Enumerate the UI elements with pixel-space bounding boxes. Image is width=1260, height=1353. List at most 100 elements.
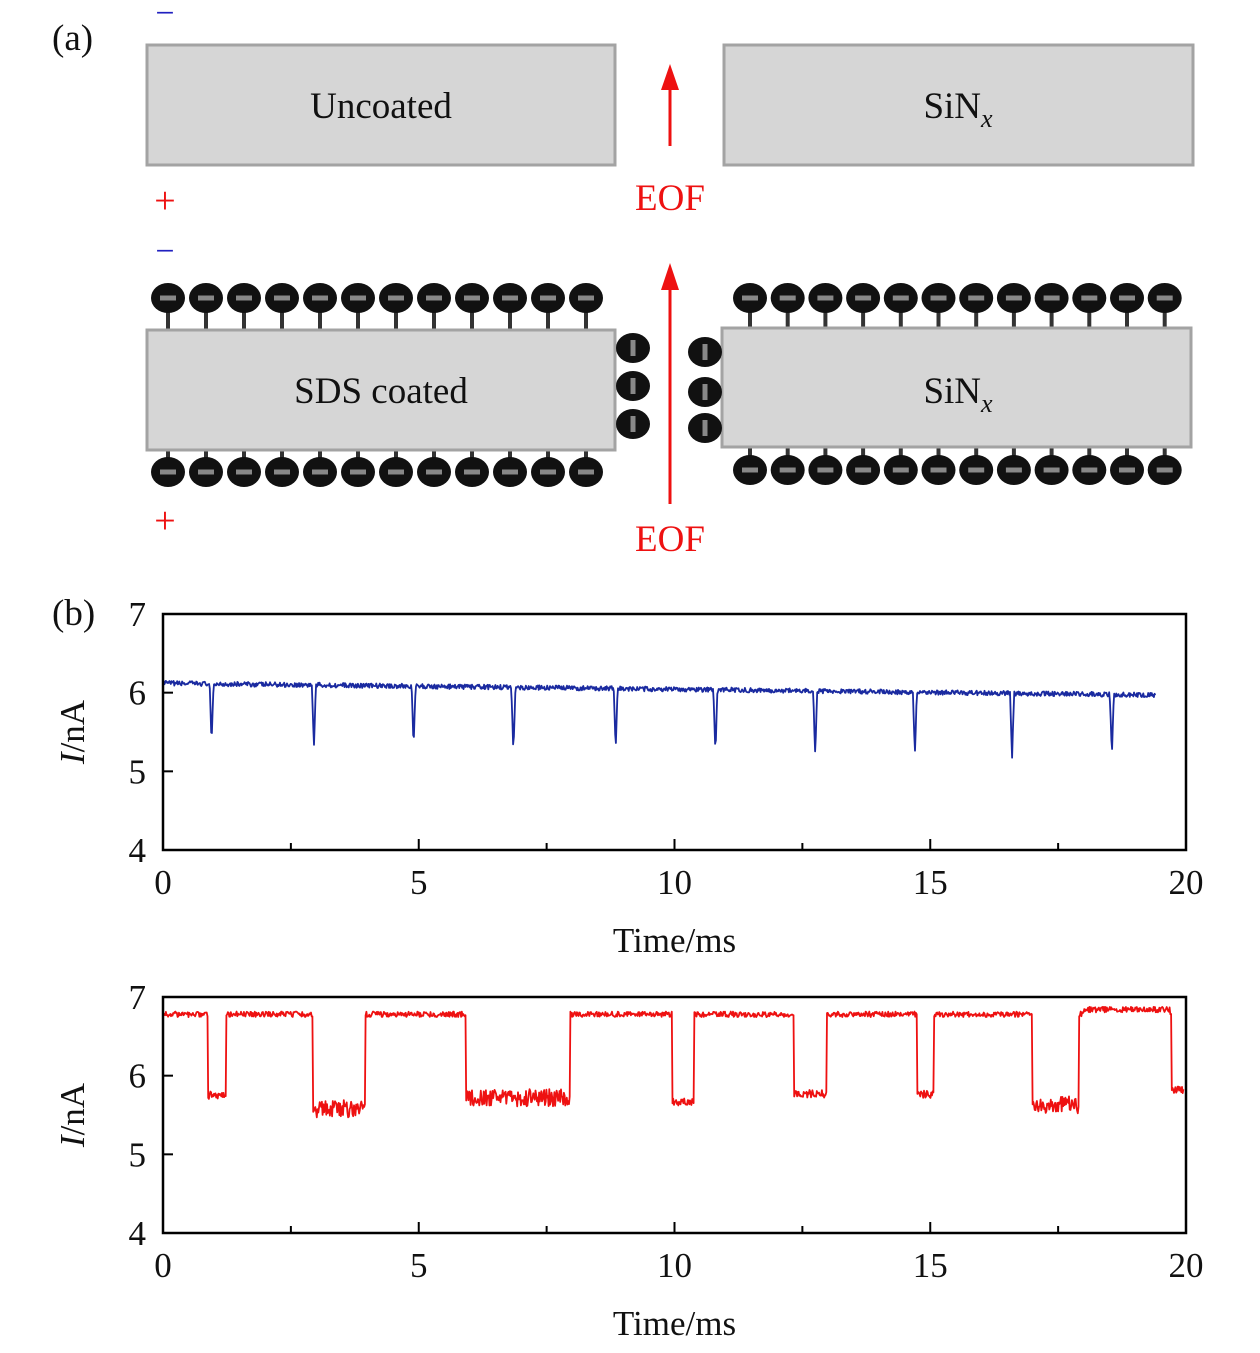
- x-tick-label: 0: [154, 863, 172, 902]
- sds-pore-molecules: [616, 333, 722, 443]
- series-line: [162, 680, 1157, 759]
- eof-arrow-bottom: [661, 263, 679, 504]
- sds-molecule: [996, 283, 1031, 328]
- x-tick-label: 20: [1169, 863, 1204, 902]
- sds-molecule: [883, 447, 918, 485]
- y-tick-label: 7: [129, 595, 147, 634]
- panel-a: (a) − Uncoated SiNx EOF + − SDS coated S…: [52, 0, 1195, 560]
- sds-molecule: [265, 283, 299, 330]
- sds-molecule: [921, 447, 956, 485]
- sinx-membrane-bottom-right: [720, 326, 1193, 449]
- panel-b-label: (b): [52, 593, 95, 634]
- y-tick-label: 5: [129, 1135, 147, 1174]
- panel-a-label: (a): [52, 18, 93, 59]
- sds-molecule: [493, 283, 527, 330]
- sds-molecule: [770, 283, 805, 328]
- sds-molecule: [455, 283, 489, 330]
- sds-molecule: [996, 447, 1031, 485]
- sds-molecule: [808, 447, 843, 485]
- sds-molecule: [770, 447, 805, 485]
- x-axis-label: Time/ms: [613, 921, 736, 960]
- y-tick-label: 4: [129, 1214, 147, 1253]
- x-tick-label: 15: [913, 1246, 948, 1285]
- sds-molecule: [1147, 447, 1182, 485]
- sds-molecule: [921, 283, 956, 328]
- sds-molecule: [303, 450, 337, 487]
- y-tick-label: 4: [129, 831, 147, 870]
- sds-molecule: [379, 283, 413, 330]
- plus-sign-bottom: +: [154, 500, 175, 542]
- sds-molecule: [455, 450, 489, 487]
- sds-molecule: [265, 450, 299, 487]
- sds-coated-label: SDS coated: [294, 371, 468, 412]
- sds-molecule: [959, 447, 994, 485]
- sds-molecule: [227, 450, 261, 487]
- sds-molecule: [417, 450, 451, 487]
- x-axis-label: Time/ms: [613, 1304, 736, 1343]
- sds-molecule: [569, 450, 603, 487]
- sds-molecule: [688, 377, 722, 407]
- eof-label-top: EOF: [635, 178, 705, 219]
- sds-molecule: [341, 283, 375, 330]
- sds-molecule: [1034, 283, 1069, 328]
- eof-arrow-top: [661, 64, 679, 146]
- sds-molecule: [1072, 447, 1107, 485]
- sds-molecule: [303, 283, 337, 330]
- sds-molecule: [616, 333, 650, 363]
- y-axis-label: I/nA: [53, 1082, 92, 1148]
- uncoated-membrane-left: [145, 43, 617, 167]
- sds-molecule: [1110, 283, 1144, 328]
- sds-molecule: [227, 283, 261, 330]
- y-tick-label: 5: [129, 752, 147, 791]
- sds-molecules: [151, 283, 1182, 487]
- x-tick-label: 20: [1169, 1246, 1204, 1285]
- sds-molecule: [846, 447, 881, 485]
- sds-molecule: [959, 283, 994, 328]
- minus-sign-top: −: [155, 0, 174, 32]
- sds-molecule: [616, 371, 650, 401]
- eof-label-bottom: EOF: [635, 519, 705, 560]
- x-tick-label: 10: [657, 863, 692, 902]
- sds-molecule: [151, 283, 185, 330]
- sds-molecule: [493, 450, 527, 487]
- sds-molecule: [531, 283, 565, 330]
- y-tick-label: 7: [129, 978, 147, 1017]
- x-tick-label: 0: [154, 1246, 172, 1285]
- sds-molecule: [531, 450, 565, 487]
- sinx-label-top: SiNx: [923, 86, 993, 133]
- y-axis-label: I/nA: [53, 699, 92, 765]
- sds-molecule: [733, 283, 767, 328]
- sds-molecule: [1072, 283, 1107, 328]
- minus-sign-bottom: −: [155, 233, 174, 270]
- sds-molecule: [569, 283, 603, 330]
- uncoated-label: Uncoated: [310, 86, 452, 127]
- sinx-membrane-top-right: [722, 43, 1195, 167]
- sds-molecule: [1034, 447, 1069, 485]
- x-tick-label: 5: [410, 863, 428, 902]
- sds-molecule: [688, 337, 722, 367]
- y-tick-label: 6: [129, 674, 147, 713]
- sds-molecule: [1110, 447, 1144, 485]
- sds-molecule: [616, 409, 650, 439]
- sds-molecule: [688, 413, 722, 443]
- sinx-label-bottom: SiNx: [923, 371, 993, 418]
- sds-molecule: [341, 450, 375, 487]
- sds-molecule: [151, 450, 185, 487]
- x-tick-label: 10: [657, 1246, 692, 1285]
- y-tick-label: 6: [129, 1057, 147, 1096]
- plus-sign-top: +: [154, 180, 175, 222]
- plot-frame: [161, 612, 1188, 852]
- x-tick-label: 15: [913, 863, 948, 902]
- sds-molecule: [1147, 283, 1182, 328]
- x-tick-label: 5: [410, 1246, 428, 1285]
- sds-molecule: [808, 283, 843, 328]
- sds-coated-membrane-left: [145, 328, 617, 452]
- series-line: [162, 1006, 1185, 1119]
- sds-molecule: [189, 450, 223, 487]
- sds-molecule: [883, 283, 918, 328]
- sds-molecule: [189, 283, 223, 330]
- sds-molecule: [733, 447, 767, 485]
